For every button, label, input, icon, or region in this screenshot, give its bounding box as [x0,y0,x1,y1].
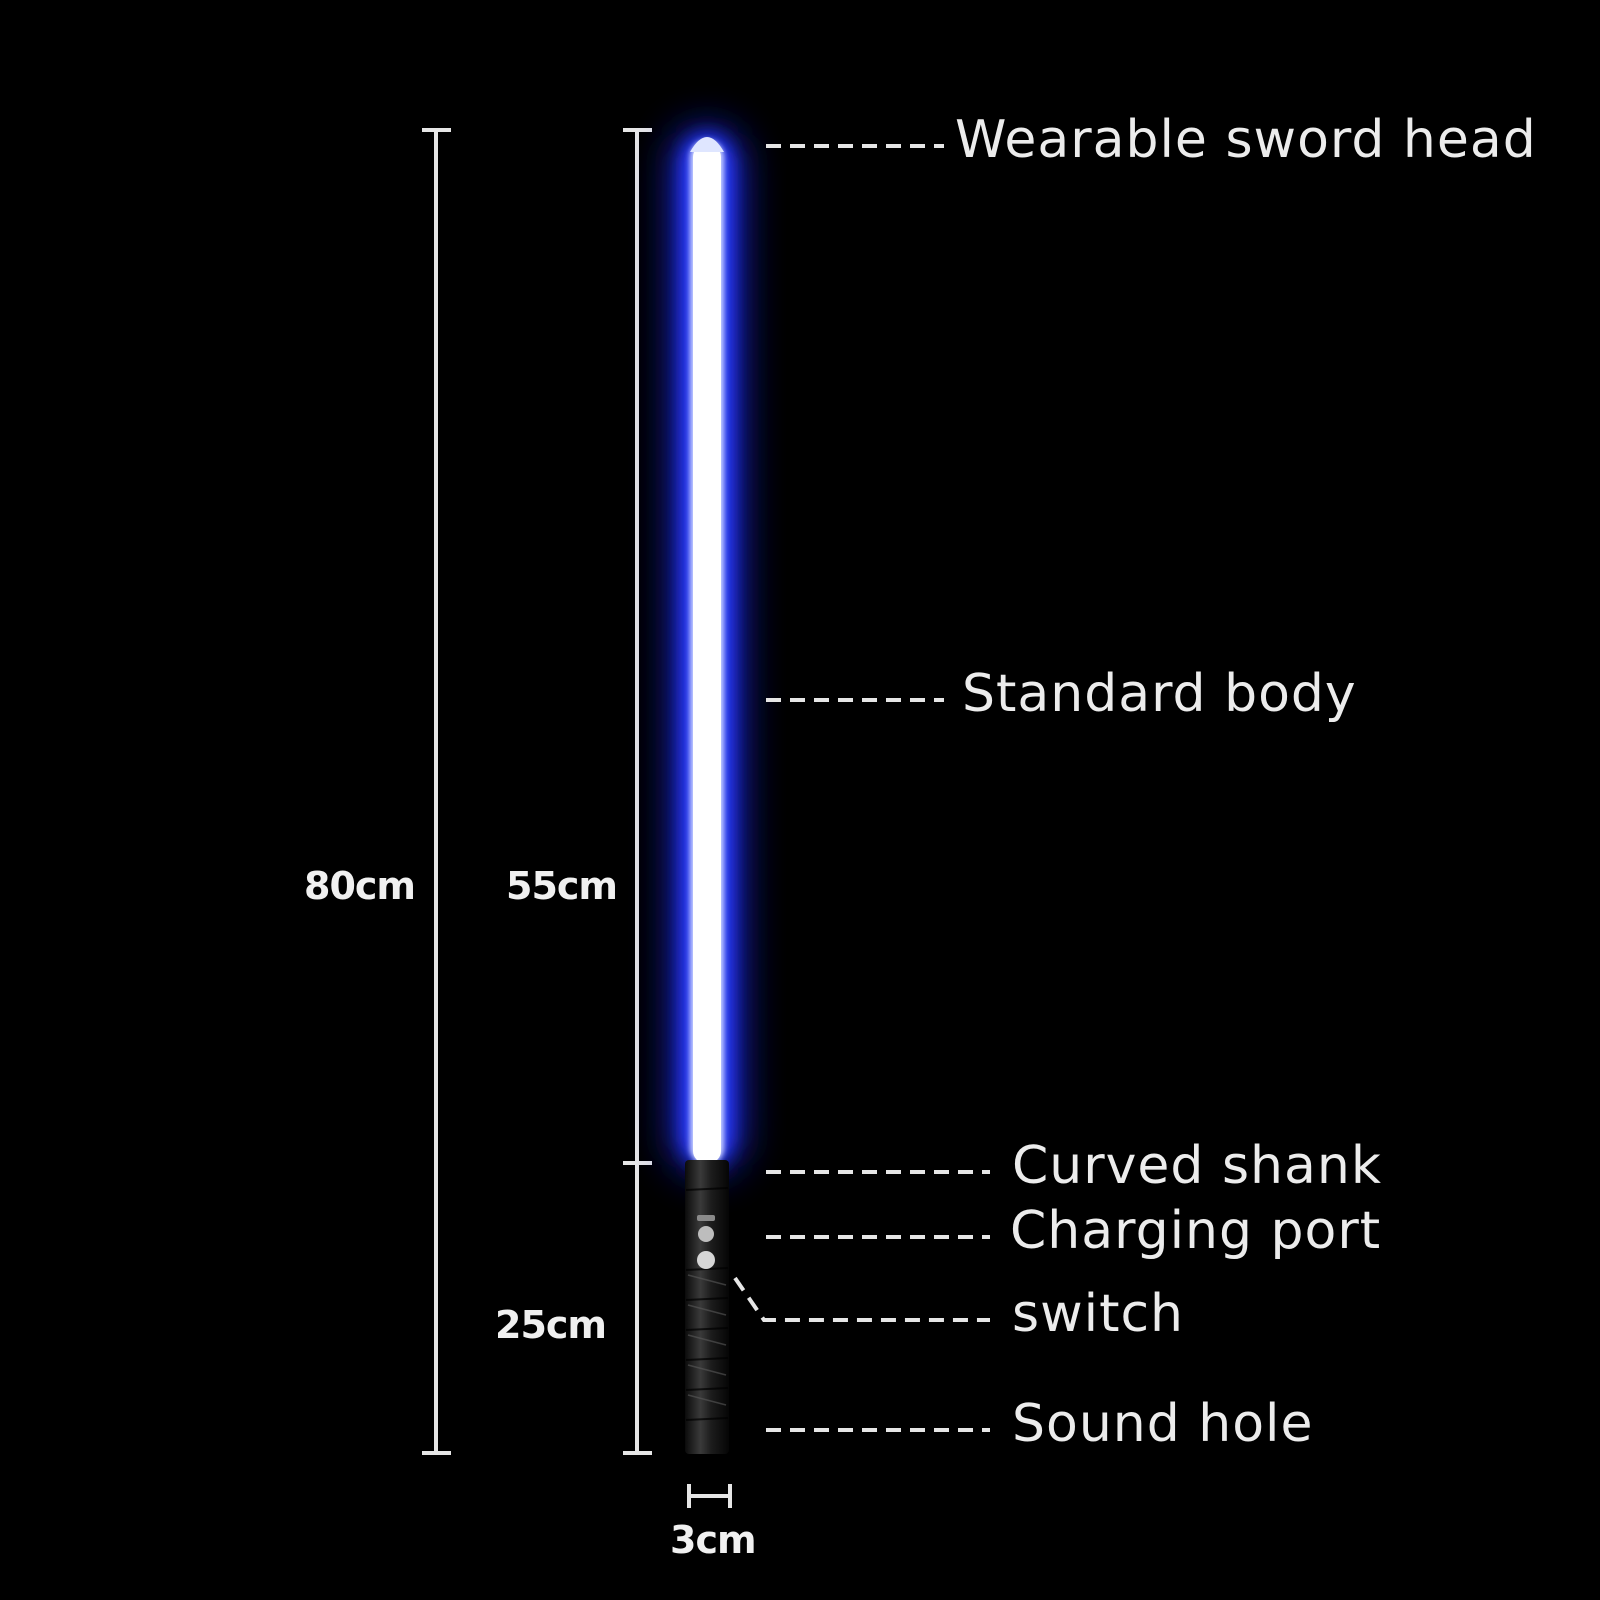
callout-leaders [733,144,990,1432]
blade-hilt-dimension-line [623,128,652,1455]
blade [676,130,738,1170]
diameter-dimension-line [687,1484,732,1508]
callout-standard-body: Standard body [962,664,1357,724]
charging-port-icon [698,1226,714,1242]
callout-wearable-sword-head: Wearable sword head [955,110,1537,170]
hilt-length-label: 25cm [495,1303,607,1347]
total-length-label: 80cm [304,864,416,908]
diameter-label: 3cm [670,1518,757,1562]
callout-charging-port: Charging port [1010,1201,1382,1261]
total-length-dimension-line [422,128,451,1455]
switch-button-icon [697,1251,715,1269]
callout-switch: switch [1012,1284,1185,1344]
sword-head-tip [690,137,724,152]
hilt [685,1160,729,1454]
blade-length-label: 55cm [506,864,618,908]
leader-switch [733,1276,990,1322]
callout-curved-shank: Curved shank [1012,1136,1382,1196]
callout-sound-hole: Sound hole [1012,1394,1314,1454]
